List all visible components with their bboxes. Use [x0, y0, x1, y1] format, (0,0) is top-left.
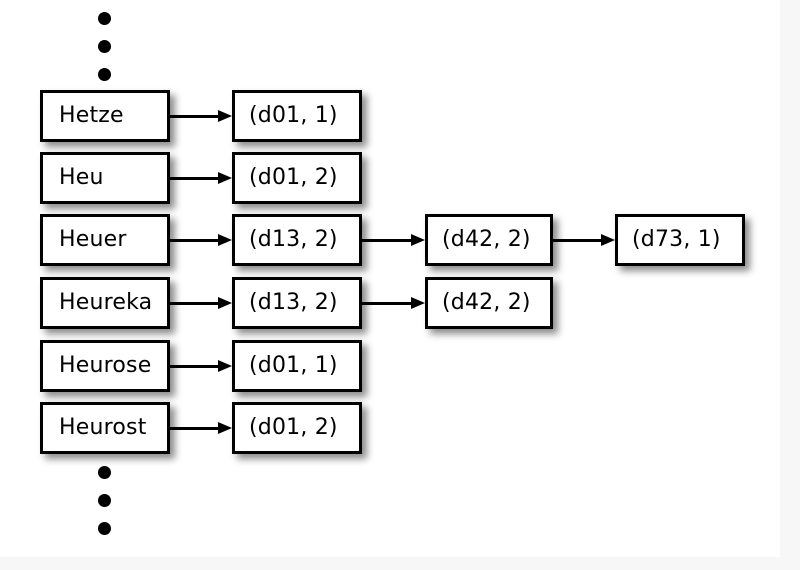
- term-label: Heurost: [59, 415, 147, 440]
- arrow-shaft: [170, 427, 220, 430]
- posting-label: (d01, 1): [249, 103, 338, 128]
- arrow-shaft: [170, 239, 220, 242]
- term-label: Heureka: [59, 290, 153, 315]
- term-box[interactable]: Heureka: [40, 277, 170, 329]
- arrow-posting-to-next: [362, 234, 425, 246]
- posting-label: (d13, 2): [249, 290, 338, 315]
- posting-label: (d13, 2): [249, 227, 338, 252]
- ellipsis-dot: [98, 12, 111, 25]
- arrow-term-to-posting: [170, 360, 232, 372]
- posting-label: (d01, 2): [249, 415, 338, 440]
- arrow-shaft: [170, 302, 220, 305]
- term-label: Heu: [59, 165, 104, 190]
- ellipsis-dot: [98, 522, 111, 535]
- term-box[interactable]: Heu: [40, 152, 170, 204]
- posting-box[interactable]: (d01, 1): [232, 90, 362, 142]
- arrow-shaft: [553, 239, 603, 242]
- posting-chain-box[interactable]: (d73, 1): [615, 214, 745, 266]
- arrow-head-icon: [411, 234, 425, 246]
- posting-label: (d73, 1): [632, 227, 721, 252]
- arrow-head-icon: [218, 360, 232, 372]
- arrow-head-icon: [218, 422, 232, 434]
- arrow-term-to-posting: [170, 297, 232, 309]
- ellipsis-dot: [98, 466, 111, 479]
- arrow-shaft: [362, 302, 413, 305]
- term-box[interactable]: Heurost: [40, 402, 170, 454]
- ellipsis-dot: [98, 40, 111, 53]
- arrow-head-icon: [218, 234, 232, 246]
- arrow-shaft: [170, 365, 220, 368]
- posting-label: (d01, 1): [249, 353, 338, 378]
- term-label: Hetze: [59, 103, 124, 128]
- term-label: Heurose: [59, 353, 152, 378]
- ellipsis-top: [98, 12, 114, 81]
- arrow-shaft: [362, 239, 413, 242]
- arrow-head-icon: [218, 297, 232, 309]
- arrow-head-icon: [601, 234, 615, 246]
- posting-chain-box[interactable]: (d42, 2): [425, 277, 553, 329]
- arrow-head-icon: [411, 297, 425, 309]
- ellipsis-dot: [98, 68, 111, 81]
- posting-box[interactable]: (d01, 2): [232, 152, 362, 204]
- ellipsis-bottom: [98, 466, 114, 535]
- posting-label: (d42, 2): [442, 227, 531, 252]
- arrow-head-icon: [218, 110, 232, 122]
- term-label: Heuer: [59, 227, 127, 252]
- arrow-term-to-posting: [170, 422, 232, 434]
- arrow-term-to-posting: [170, 234, 232, 246]
- term-box[interactable]: Heuer: [40, 214, 170, 266]
- posting-label: (d42, 2): [442, 290, 531, 315]
- term-box[interactable]: Hetze: [40, 90, 170, 142]
- posting-label: (d01, 2): [249, 165, 338, 190]
- term-box[interactable]: Heurose: [40, 340, 170, 392]
- posting-box[interactable]: (d01, 1): [232, 340, 362, 392]
- posting-box[interactable]: (d13, 2): [232, 214, 362, 266]
- arrow-shaft: [170, 115, 220, 118]
- arrow-posting-to-next: [553, 234, 615, 246]
- ellipsis-dot: [98, 494, 111, 507]
- posting-box[interactable]: (d01, 2): [232, 402, 362, 454]
- diagram-canvas: Hetze (d01, 1) Heu (d01, 2) Heuer (d: [40, 12, 745, 535]
- posting-box[interactable]: (d13, 2): [232, 277, 362, 329]
- arrow-term-to-posting: [170, 110, 232, 122]
- arrow-head-icon: [218, 172, 232, 184]
- arrow-term-to-posting: [170, 172, 232, 184]
- arrow-shaft: [170, 177, 220, 180]
- arrow-posting-to-next: [362, 297, 425, 309]
- posting-chain-box[interactable]: (d42, 2): [425, 214, 553, 266]
